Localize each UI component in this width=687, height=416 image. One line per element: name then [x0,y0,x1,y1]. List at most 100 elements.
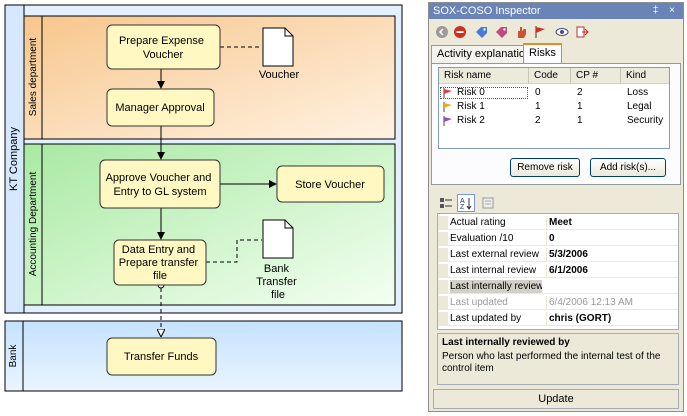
risk-cell-name: Risk 1 [457,101,485,112]
risk-row[interactable]: Risk 1 1 1 Legal [439,100,669,114]
property-gutter [438,296,448,310]
property-key: Last internal review [450,265,537,276]
task-prepare-expense-voucher[interactable]: Prepare Expense Voucher [106,24,221,70]
property-value[interactable]: chris (GORT) [546,312,678,325]
document-icon [262,27,294,67]
property-value[interactable]: 6/1/2006 [546,264,678,277]
document-bank-transfer-file[interactable]: Bank Transfer file [256,219,300,301]
property-row[interactable]: Last internally reviewe [438,280,678,294]
task-label: Manager Approval [115,102,204,114]
assoc-bank-file [206,239,262,263]
property-key: Last updated [450,297,508,308]
task-label: Data Entry and Prepare transfer file [119,244,202,282]
task-store-voucher[interactable]: Store Voucher [276,165,385,203]
risk-cell-code: 0 [535,87,541,98]
property-pages-icon[interactable] [479,194,497,212]
back-icon[interactable] [433,23,451,41]
risk-cell-cp: 2 [577,87,583,98]
document-label: Bank Transfer file [256,263,300,301]
description-title: Last internally reviewed by [442,337,570,348]
property-gutter [438,280,448,294]
categorized-view-icon[interactable] [437,194,455,212]
document-label: Voucher [259,69,300,81]
property-key: Last internally reviewe [450,280,542,293]
tag-icon[interactable] [493,23,511,41]
risk-cell-code: 1 [535,101,541,112]
task-label: Approve Voucher and Entry to GL system [106,172,215,198]
remove-icon[interactable] [451,23,469,41]
risk-flag-icon [443,116,453,126]
inspector-title: SOX-COSO Inspector [433,5,541,17]
sox-coso-inspector-panel: SOX-COSO Inspector ‡ × Activity explanat… [428,2,684,412]
risk-cell-cp: 1 [577,101,583,112]
property-gutter [438,312,448,326]
tab-risks[interactable]: Risks [523,43,562,64]
remove-risk-button[interactable]: Remove risk [510,158,580,177]
risk-cell-kind: Legal [627,101,652,112]
risks-table-header: Risk name Code CP # Kind [439,68,669,84]
property-key: Evaluation /10 [450,233,514,244]
document-voucher[interactable]: Voucher [259,27,300,81]
update-button[interactable]: Update [433,389,679,409]
risk-cell-name: Risk 0 [439,86,529,100]
property-key: Last external review [450,249,539,260]
property-value[interactable]: Meet [546,216,678,229]
titlebar-buttons[interactable]: ‡ × [652,5,679,16]
hand-icon[interactable] [513,23,531,41]
risk-cell-code: 2 [535,115,541,126]
property-row[interactable]: Actual rating Meet [438,216,678,230]
task-approve-voucher[interactable]: Approve Voucher and Entry to GL system [99,159,221,209]
property-row[interactable]: Last internal review 6/1/2006 [438,264,678,278]
property-row[interactable]: Evaluation /10 0 [438,232,678,246]
task-transfer-funds[interactable]: Transfer Funds [106,337,217,376]
property-gutter [438,248,448,262]
eye-icon[interactable] [553,23,571,41]
svg-text:A: A [460,198,465,205]
task-manager-approval[interactable]: Manager Approval [106,88,215,127]
property-key: Actual rating [450,217,506,228]
column-header-cp[interactable]: CP # [571,68,621,83]
lane-label-sales: Sales department [28,38,39,117]
risk-row[interactable]: Risk 0 0 2 Loss [439,86,669,100]
risk-cell-cp: 1 [577,115,583,126]
svg-text:Z: Z [460,204,465,210]
property-value[interactable]: 0 [546,232,678,245]
risk-cell-kind: Security [627,115,664,126]
column-header-code[interactable]: Code [529,68,571,83]
property-row[interactable]: Last updated 6/4/2006 12:13 AM [438,296,678,310]
property-description: Last internally reviewed by Person who l… [437,333,679,385]
risk-cell-kind: Loss [627,87,649,98]
task-label: Transfer Funds [124,351,199,363]
property-row[interactable]: Last external review 5/3/2006 [438,248,678,262]
inspector-titlebar[interactable]: SOX-COSO Inspector ‡ × [429,3,683,19]
process-diagram: KT Company Sales department Accounting D… [4,4,403,392]
risk-flag-icon [443,88,453,98]
property-gutter [438,232,448,246]
lane-label-bank: Bank [8,344,19,368]
flag-icon[interactable] [531,23,549,41]
property-gutter [438,264,448,278]
document-icon [262,219,294,259]
risk-flag-icon [443,102,453,112]
column-header-risk-name[interactable]: Risk name [439,68,529,83]
property-value[interactable]: 6/4/2006 12:13 AM [546,296,678,309]
task-data-entry[interactable]: Data Entry and Prepare transfer file [113,239,207,286]
exit-icon[interactable] [573,23,591,41]
tab-activity-explanation[interactable]: Activity explanation [431,45,538,64]
description-text: Person who last performed the internal t… [442,351,661,374]
task-label: Store Voucher [295,179,365,191]
column-header-kind[interactable]: Kind [626,70,647,81]
property-value[interactable]: 5/3/2006 [546,248,678,261]
property-gutter [438,216,448,230]
tag-icon[interactable] [473,23,491,41]
task-label: Prepare Expense Voucher [119,35,207,61]
add-risks-button[interactable]: Add risk(s)... [590,158,666,177]
lane-label-accounting: Accounting Department [28,172,39,277]
